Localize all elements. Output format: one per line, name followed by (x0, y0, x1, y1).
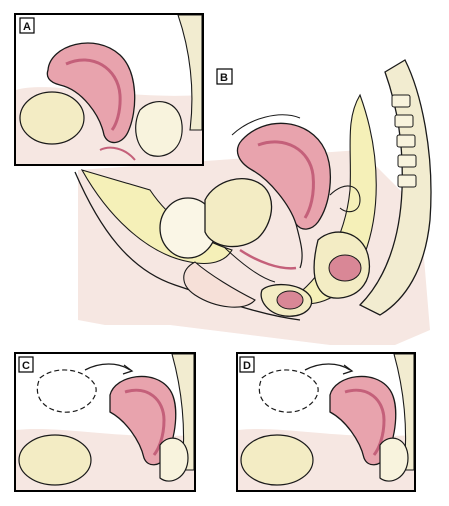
anal-tissue (276, 290, 304, 310)
panel-d-bladder (240, 434, 314, 486)
peritoneal-fold (231, 114, 301, 136)
panel-d-label-box (239, 356, 255, 373)
panel-d-dashed-outline (258, 369, 319, 413)
panel-a-label-box (19, 17, 35, 34)
vaginal-canal (239, 248, 297, 270)
panel-d-rectum (379, 437, 409, 482)
panel-d: D (236, 352, 416, 492)
endometrial-cavity (257, 140, 315, 219)
panel-a-bladder (19, 91, 85, 145)
uterus (236, 122, 331, 230)
panel-d-curved-arrow-icon (304, 363, 351, 371)
panel-b-sagittal-section (74, 59, 432, 345)
panel-b-label-box (216, 68, 233, 85)
panel-b-label: B (220, 72, 228, 84)
panel-a-sacrum (177, 15, 202, 131)
panel-c-label-box (18, 356, 34, 373)
panel-a-uterus (46, 42, 136, 144)
bladder (204, 178, 273, 248)
panel-a-cavity (65, 58, 122, 131)
panel-a-rectum (135, 101, 183, 157)
external-genitalia (183, 261, 256, 308)
panel-c-label: C (22, 360, 30, 372)
bowel-loop (329, 185, 361, 213)
panel-c-dashed-outline (36, 369, 97, 413)
panel-a: A (14, 13, 204, 166)
panel-d-label: D (243, 360, 251, 372)
panel-c-curved-arrow-icon (84, 363, 131, 371)
cervix (295, 223, 303, 269)
panel-c-rectum (159, 437, 189, 482)
panel-d-sacrum (393, 354, 414, 471)
body-silhouette (78, 150, 430, 345)
panel-a-label: A (23, 21, 31, 33)
panel-c: C (14, 352, 196, 492)
stool-mass (328, 254, 362, 282)
urethra (224, 247, 276, 283)
abdominal-wall (74, 171, 301, 321)
panel-c-bladder (18, 434, 92, 486)
vertebral-segments (391, 94, 417, 188)
